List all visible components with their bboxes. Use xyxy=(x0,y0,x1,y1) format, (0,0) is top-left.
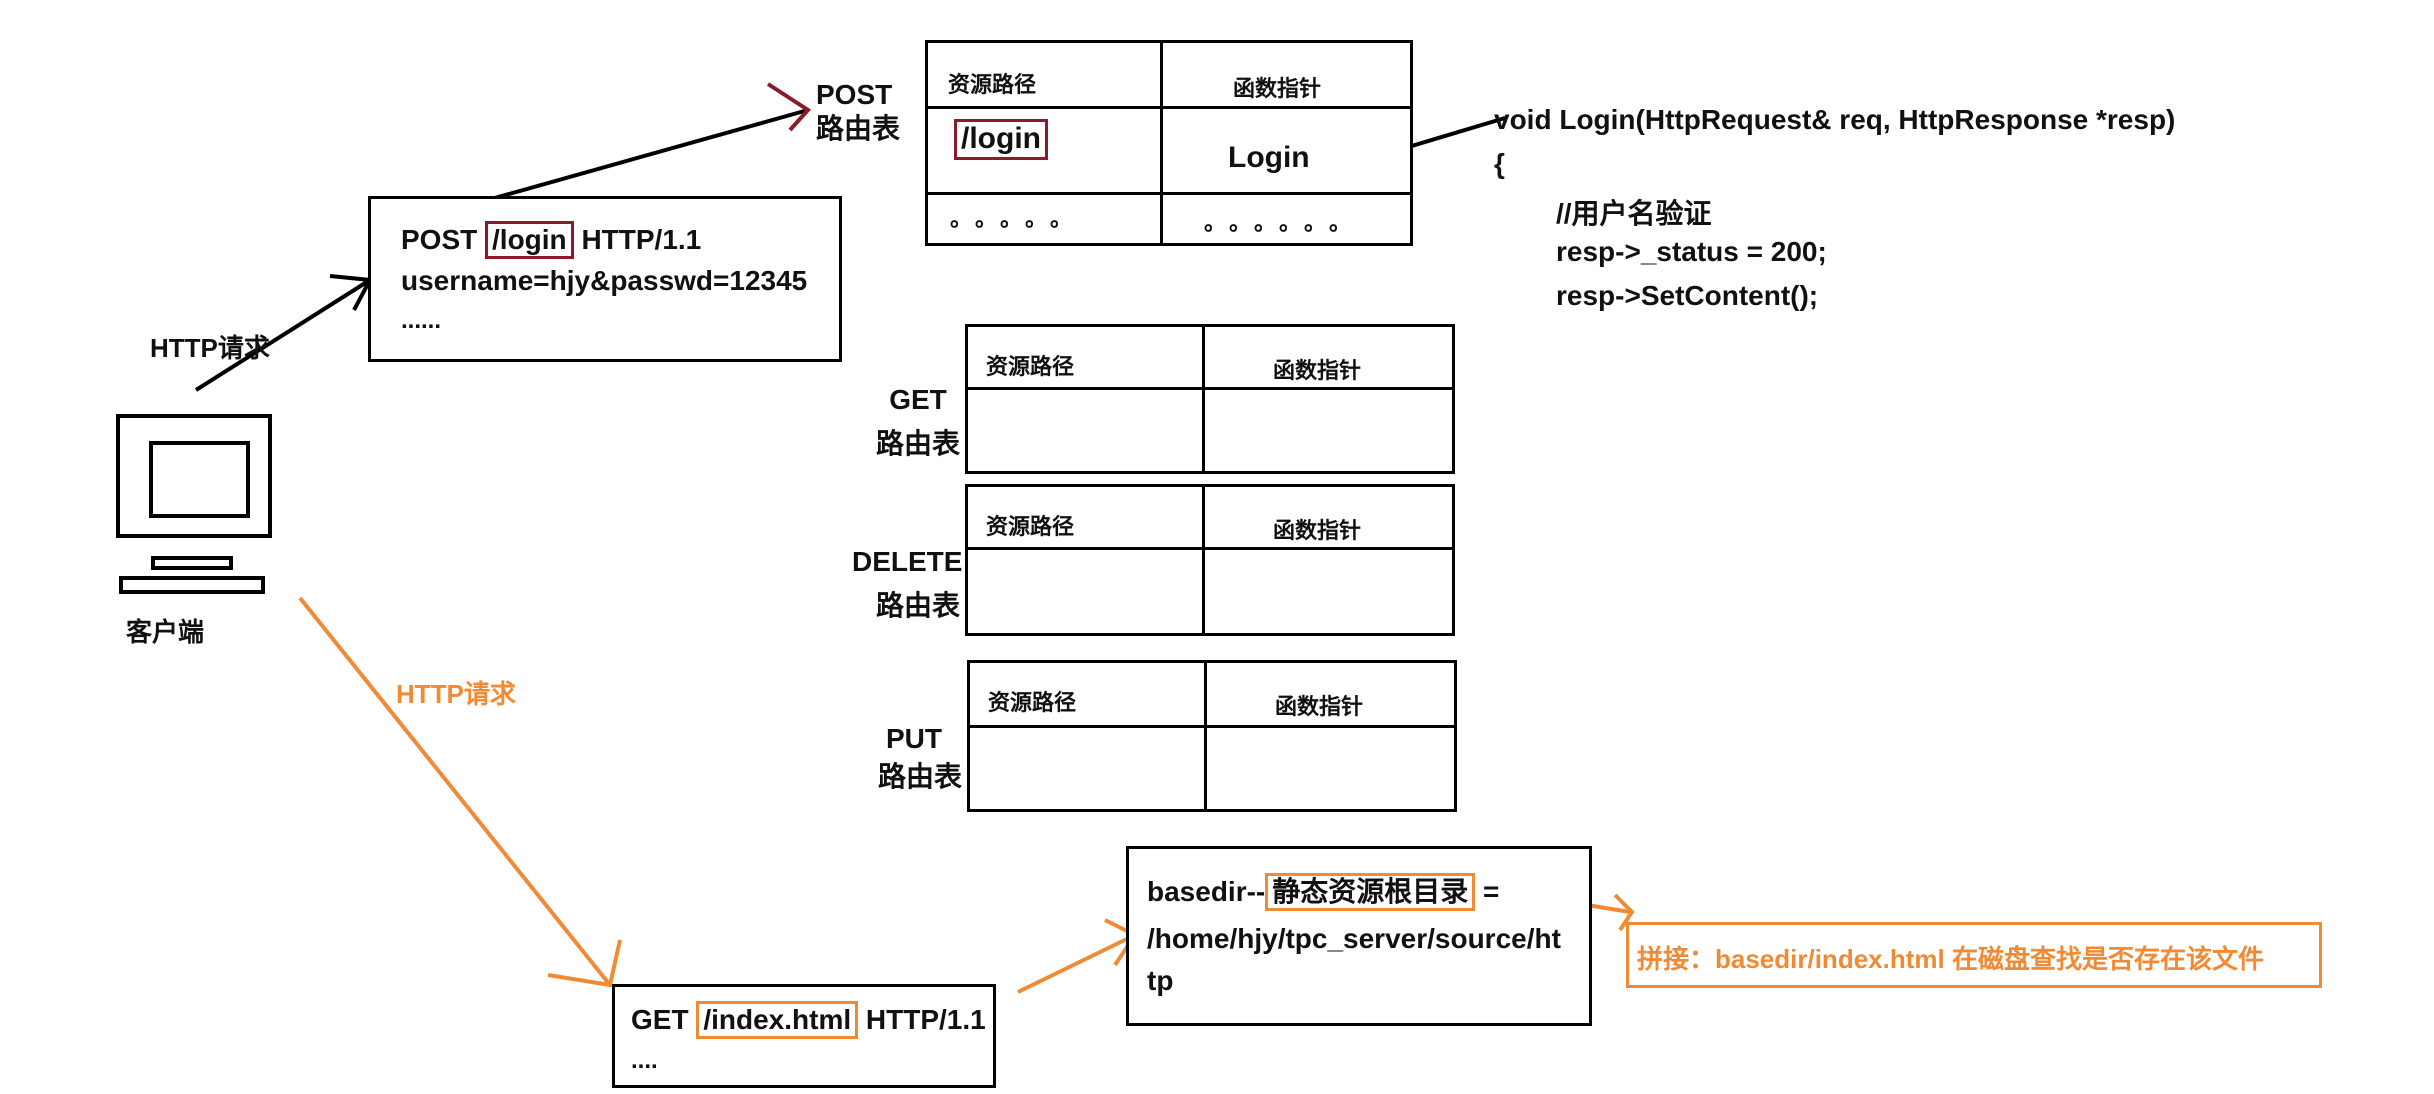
post-request-line1: POST /login HTTP/1.1 xyxy=(401,221,702,260)
post-request-version: HTTP/1.1 xyxy=(573,224,702,255)
basedir-equals: = xyxy=(1475,876,1500,907)
get-title-label: 路由表 xyxy=(876,428,961,459)
computer-icon xyxy=(116,414,272,594)
post-request-method: POST xyxy=(401,224,486,255)
delete-title-label: 路由表 xyxy=(876,590,961,621)
get-route-table: 资源路径 函数指针 xyxy=(965,324,1455,474)
get-request-path: /index.html xyxy=(696,1001,859,1040)
login-status-line: resp->_status = 200; xyxy=(1556,236,1827,267)
post-route-table: 资源路径 函数指针 /login Login 。。。。。 。。。。。。 xyxy=(925,40,1413,246)
get-table-title: GET 路由表 xyxy=(876,378,960,466)
login-content-line: resp->SetContent(); xyxy=(1556,280,1819,311)
post-row2-path: 。。。。。 xyxy=(950,206,1087,231)
concat-note-box: 拼接：basedir/index.html 在磁盘查找是否存在该文件 xyxy=(1626,922,2322,988)
put-col-path: 资源路径 xyxy=(988,690,1077,715)
post-request-box: POST /login HTTP/1.1 username=hjy&passwd… xyxy=(368,196,842,362)
post-table-title-method: POST xyxy=(816,79,893,110)
client-label: 客户端 xyxy=(126,617,205,647)
post-row1-path: /login xyxy=(954,119,1048,160)
post-row1-func: Login xyxy=(1228,141,1310,174)
basedir-path-cont: tp xyxy=(1147,965,1174,996)
arrow-head-get-request xyxy=(547,939,622,988)
post-row2-func: 。。。。。。 xyxy=(1204,210,1366,235)
post-col-func: 函数指针 xyxy=(1233,76,1322,101)
arrow-get-to-basedir xyxy=(1017,933,1136,994)
get-request-version: HTTP/1.1 xyxy=(858,1004,986,1035)
arrow-head-post-table xyxy=(766,82,812,132)
put-title-label: 路由表 xyxy=(878,761,963,792)
get-request-line1: GET /index.html HTTP/1.1 xyxy=(631,1001,986,1040)
login-open-brace: { xyxy=(1494,148,1505,179)
delete-col-path: 资源路径 xyxy=(986,514,1075,539)
arrow-client-to-post xyxy=(194,278,372,392)
get-request-ellipsis: .... xyxy=(631,1047,658,1074)
login-comment: //用户名验证 xyxy=(1556,198,1712,229)
post-table-title-label: 路由表 xyxy=(816,113,901,144)
post-col-path: 资源路径 xyxy=(948,72,1037,97)
get-title-method: GET xyxy=(889,384,947,415)
get-col-path: 资源路径 xyxy=(986,354,1075,379)
basedir-name: basedir-- xyxy=(1147,876,1266,907)
get-col-func: 函数指针 xyxy=(1273,358,1362,383)
put-route-table: 资源路径 函数指针 xyxy=(967,660,1457,812)
post-request-body: username=hjy&passwd=12345 xyxy=(401,265,808,296)
http-request-label-black: HTTP请求 xyxy=(150,333,270,363)
delete-title-method: DELETE xyxy=(852,546,963,577)
arrow-head-note xyxy=(1613,893,1635,932)
delete-col-func: 函数指针 xyxy=(1273,518,1362,543)
arrow-client-to-get xyxy=(298,596,612,987)
basedir-line1: basedir--静态资源根目录 = xyxy=(1147,873,1500,912)
get-request-box: GET /index.html HTTP/1.1 .... xyxy=(612,984,996,1088)
concat-note-text: 拼接：basedir/index.html 在磁盘查找是否存在该文件 xyxy=(1637,944,2264,974)
basedir-static-root: 静态资源根目录 xyxy=(1265,873,1476,912)
post-request-path: /login xyxy=(485,221,574,260)
put-table-title: PUT 路由表 xyxy=(878,720,962,796)
get-request-method: GET xyxy=(631,1004,697,1035)
http-request-label-orange: HTTP请求 xyxy=(396,679,516,709)
basedir-path: /home/hjy/tpc_server/source/ht xyxy=(1147,923,1561,954)
arrow-post-to-table xyxy=(451,108,809,212)
post-table-title: POST 路由表 xyxy=(816,78,900,146)
delete-table-title: DELETE 路由表 xyxy=(852,540,962,628)
post-request-ellipsis: ...... xyxy=(401,307,442,334)
login-signature: void Login(HttpRequest& req, HttpRespons… xyxy=(1494,104,2176,135)
basedir-box: basedir--静态资源根目录 = /home/hjy/tpc_server/… xyxy=(1126,846,1592,1026)
delete-route-table: 资源路径 函数指针 xyxy=(965,484,1455,636)
put-col-func: 函数指针 xyxy=(1275,694,1364,719)
put-title-method: PUT xyxy=(886,723,942,754)
